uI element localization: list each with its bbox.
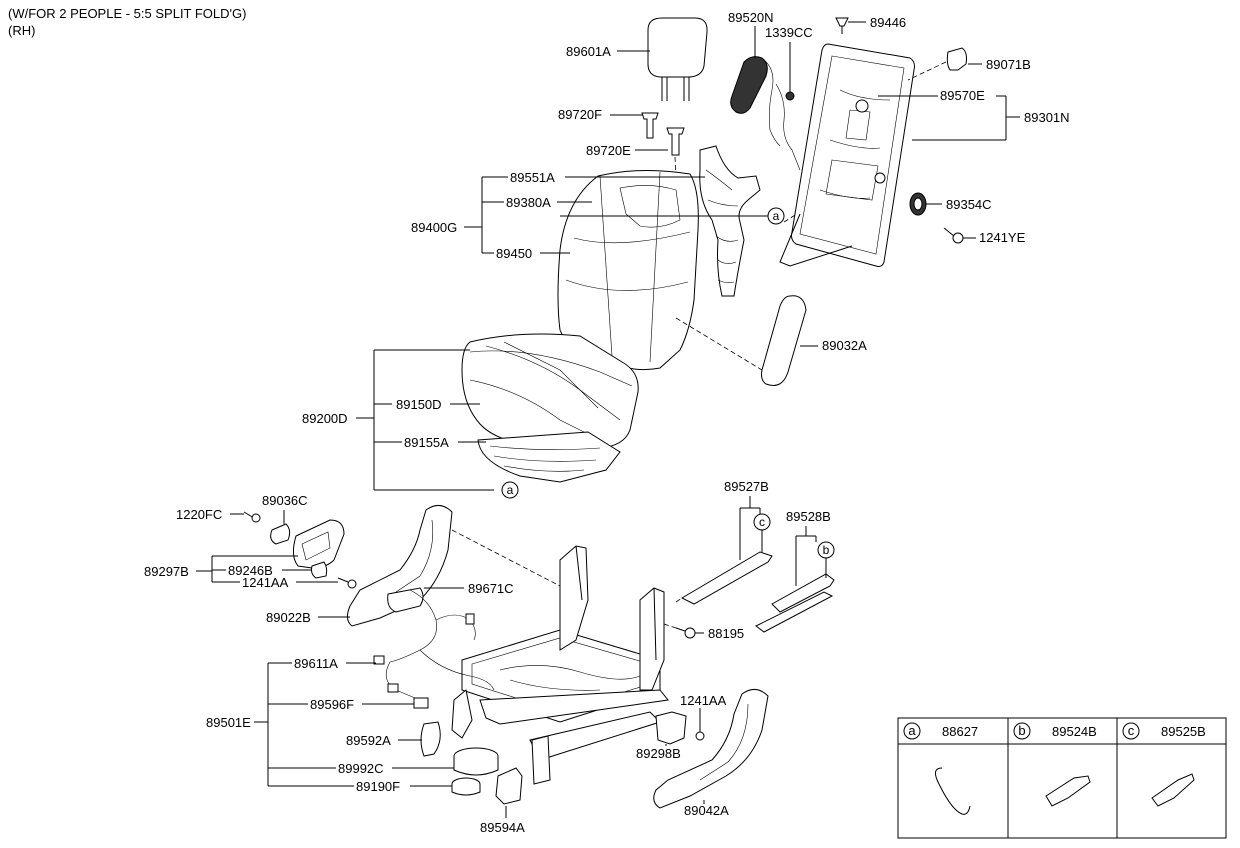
knob-89354C-drawing [909, 192, 927, 216]
callout-b: b [817, 541, 835, 559]
legend-part-b: 89524B [1052, 724, 1097, 739]
legend-letter-a: a [908, 723, 916, 738]
seat-back-frame-drawing [779, 43, 915, 267]
label-89036C: 89036C [262, 493, 308, 508]
callout-a-upper: a [767, 207, 785, 225]
label-89042A: 89042A [684, 803, 729, 818]
legend-part-c: 89525B [1161, 724, 1206, 739]
legend-cell-a: a 88627 [903, 722, 978, 815]
rail-89528B-drawing [755, 573, 835, 633]
callout-a-lower: a [501, 481, 519, 499]
bracket-89525B-icon [1151, 773, 1195, 807]
legend-cell-b: b 89524B [1013, 722, 1097, 807]
side-shield-drawing [346, 505, 561, 627]
wiring-harness-drawing [373, 589, 495, 709]
label-89527B: 89527B [724, 479, 769, 494]
bolt-88195-drawing [663, 623, 696, 639]
label-89301N: 89301N [1024, 110, 1070, 125]
bracket-89298B-drawing [655, 711, 705, 745]
label-89551A: 89551A [510, 170, 555, 185]
motor-drawing [451, 747, 499, 796]
label-89022B: 89022B [266, 610, 311, 625]
label-89450: 89450 [496, 246, 532, 261]
side-airbag-drawing [730, 56, 801, 171]
header-line2: (RH) [8, 23, 35, 38]
bolt-1241AA-left-drawing [337, 577, 357, 589]
bracket-89524B-icon [1045, 775, 1091, 807]
knob-89246B-drawing [311, 561, 328, 579]
cover-89594A-drawing [495, 767, 523, 805]
callout-c: c [753, 513, 771, 531]
seat-cushion-pad-drawing [477, 431, 621, 483]
label-1220FC: 1220FC [176, 507, 222, 522]
label-1241AA-right: 1241AA [680, 693, 727, 708]
side-shield-right-drawing [653, 689, 769, 809]
label-89298B: 89298B [636, 746, 681, 761]
legend-part-a: 88627 [942, 724, 978, 739]
headrest-drawing [647, 17, 708, 101]
label-89570E: 89570E [940, 88, 985, 103]
seat-frame-drawing [451, 545, 669, 785]
label-1339CC: 1339CC [765, 25, 813, 40]
clip-89446-drawing [835, 17, 849, 34]
seat-back-pad-drawing [699, 145, 761, 297]
label-89992C: 89992C [338, 761, 384, 776]
label-89501E: 89501E [206, 715, 251, 730]
label-89594A: 89594A [480, 820, 525, 835]
label-89671C: 89671C [468, 581, 514, 596]
label-89720E: 89720E [586, 143, 631, 158]
label-89246B: 89246B [228, 563, 273, 578]
rail-89527B-drawing [675, 551, 773, 605]
svg-text:c: c [759, 515, 765, 529]
label-89155A: 89155A [404, 435, 449, 450]
label-89520N: 89520N [728, 10, 774, 25]
svg-text:a: a [507, 483, 514, 497]
legend-letter-c: c [1128, 723, 1135, 738]
svg-text:b: b [823, 543, 830, 557]
label-1241YE: 1241YE [979, 230, 1026, 245]
label-89601A: 89601A [566, 44, 611, 59]
label-89528B: 89528B [786, 509, 831, 524]
knob-89036C-drawing [270, 523, 291, 545]
label-89611A: 89611A [294, 656, 338, 671]
label-89032A: 89032A [822, 338, 867, 353]
label-89200D: 89200D [302, 411, 348, 426]
label-89297B: 89297B [144, 564, 189, 579]
clip-88627-icon [935, 767, 971, 815]
label-89150D: 89150D [396, 397, 442, 412]
label-89400G: 89400G [411, 220, 457, 235]
cover-89297B-drawing [292, 519, 345, 569]
bolt-1241YE-drawing [943, 227, 964, 244]
cover-89071B-drawing [907, 47, 967, 81]
legend-table [897, 717, 1227, 839]
label-89380A: 89380A [506, 195, 551, 210]
bolt-1220FC-drawing [243, 511, 261, 523]
label-89354C: 89354C [946, 197, 992, 212]
seat-back-drawing [557, 169, 699, 371]
label-89592A: 89592A [346, 733, 391, 748]
label-89720F: 89720F [558, 107, 602, 122]
label-88195: 88195 [708, 626, 744, 641]
back-panel-drawing [675, 295, 807, 386]
header-line1: (W/FOR 2 PEOPLE - 5:5 SPLIT FOLD'G) [8, 6, 246, 21]
legend-cell-c: c 89525B [1122, 722, 1206, 807]
label-89190F: 89190F [356, 779, 400, 794]
legend-letter-b: b [1018, 723, 1025, 738]
label-89446: 89446 [870, 15, 906, 30]
svg-text:a: a [773, 209, 780, 223]
label-89071B: 89071B [986, 57, 1031, 72]
cover-89592A-drawing [420, 721, 441, 757]
label-1241AA-left: 1241AA [242, 575, 289, 590]
label-89596F: 89596F [310, 697, 354, 712]
